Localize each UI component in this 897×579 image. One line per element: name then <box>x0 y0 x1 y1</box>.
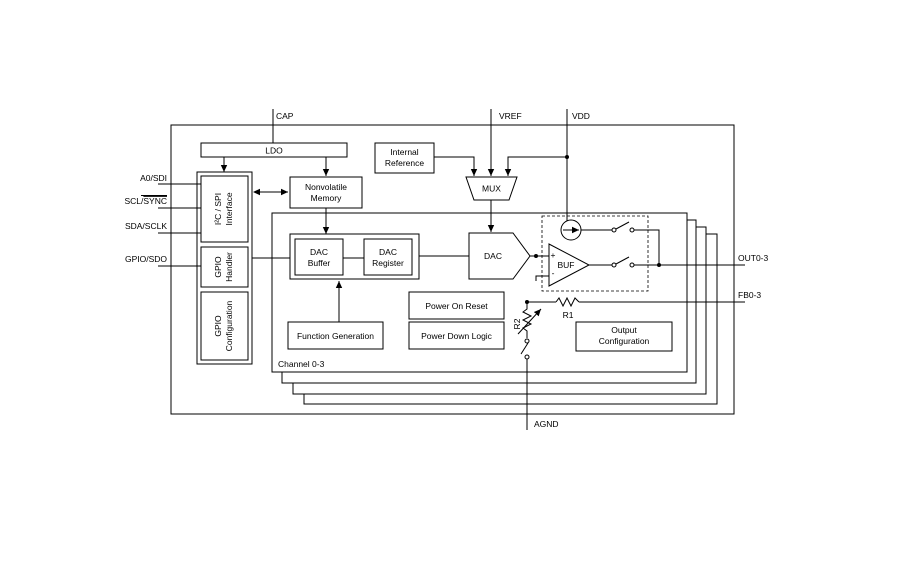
internal-reference-label-2: Reference <box>385 158 424 168</box>
gpio-config-label-1: GPIO <box>213 315 223 337</box>
dac-buffer-block <box>294 238 344 276</box>
dac-register-label-2: Register <box>372 258 404 268</box>
r2-label: R2 <box>512 318 522 329</box>
ldo-block <box>200 142 348 158</box>
r2-resistor <box>521 302 533 338</box>
fb-pin-label: FB0-3 <box>738 290 761 300</box>
output-config-label-2: Configuration <box>599 336 650 346</box>
dac-register-block <box>363 238 413 276</box>
cap-pin-label: CAP <box>276 111 294 121</box>
mux-label: MUX <box>482 184 501 194</box>
switch-3-contact-b <box>524 354 530 360</box>
switch-2-contact-b <box>629 262 635 268</box>
switch-1-contact-b <box>629 227 635 233</box>
vref-pin-label: VREF <box>499 111 522 121</box>
switch-1-blade <box>615 221 630 230</box>
out-pin-label: OUT0-3 <box>738 253 769 263</box>
sda-sclk-pin-label: SDA/SCLK <box>125 221 167 231</box>
buf-label: BUF <box>558 260 575 270</box>
output-config-label-1: Output <box>611 325 637 335</box>
buf-minus-label: - <box>552 268 555 278</box>
switch-1-to-out-line <box>634 229 660 265</box>
agnd-pin-label: AGND <box>534 419 559 429</box>
function-generation-block <box>287 321 384 350</box>
r2-variable-arrow <box>517 308 542 335</box>
r1-resistor <box>555 296 580 308</box>
dac-output-junction <box>534 254 538 258</box>
gpio-handler-label-1: GPIO <box>213 256 223 278</box>
nonvolatile-memory-block <box>289 176 363 209</box>
output-configuration-block <box>575 321 673 352</box>
output-stage-outline <box>541 215 649 292</box>
power-down-logic-label: Power Down Logic <box>421 331 493 341</box>
gpio-handler-label-2: Handler <box>224 252 234 282</box>
mux-block <box>465 176 518 201</box>
buf-amplifier <box>548 243 591 287</box>
i2c-spi-interface-block <box>200 175 249 243</box>
switch-2-blade <box>615 256 630 265</box>
buf-feedback-line <box>535 275 549 281</box>
memory-label-1: Nonvolatile <box>305 182 347 192</box>
internal-reference-label-1: Internal <box>390 147 418 157</box>
gpio-configuration-block <box>200 291 249 361</box>
a0-sdi-pin-label: A0/SDI <box>140 173 167 183</box>
power-on-reset-label: Power On Reset <box>425 301 488 311</box>
vdd-to-mux-arrow <box>504 156 567 176</box>
i2c-spi-label-2: Interface <box>224 192 234 225</box>
dac-buffer-label-1: DAC <box>310 247 328 257</box>
dac-label: DAC <box>484 251 502 261</box>
power-down-logic-block <box>408 321 505 350</box>
dac-buffer-label-2: Buffer <box>308 258 331 268</box>
dac-register-label-1: DAC <box>379 247 397 257</box>
out-junction <box>657 263 661 267</box>
switch-1-contact-a <box>611 227 617 233</box>
ldo-label: LDO <box>265 146 283 156</box>
switch-3-contact-a <box>524 338 530 344</box>
buf-plus-label: + <box>551 250 556 260</box>
power-on-reset-block <box>408 291 505 320</box>
switch-2-contact-a <box>611 262 617 268</box>
channel-label: Channel 0-3 <box>278 359 325 369</box>
gpio-handler-block <box>200 246 249 288</box>
switch-3-blade <box>520 342 529 355</box>
internal-reference-block <box>374 142 435 174</box>
reference-to-mux-arrow <box>434 156 478 176</box>
scl-sync-pin-label: SCL/SYNC <box>124 196 167 206</box>
gpio-config-label-2: Configuration <box>224 300 234 351</box>
i2c-spi-label-1: I²C / SPI <box>213 193 223 225</box>
r1-label: R1 <box>563 310 574 320</box>
memory-label-2: Memory <box>311 193 342 203</box>
gpio-sdo-pin-label: GPIO/SDO <box>125 254 167 264</box>
dac-block <box>468 232 531 280</box>
vdd-pin-label: VDD <box>572 111 590 121</box>
function-generation-label: Function Generation <box>297 331 374 341</box>
